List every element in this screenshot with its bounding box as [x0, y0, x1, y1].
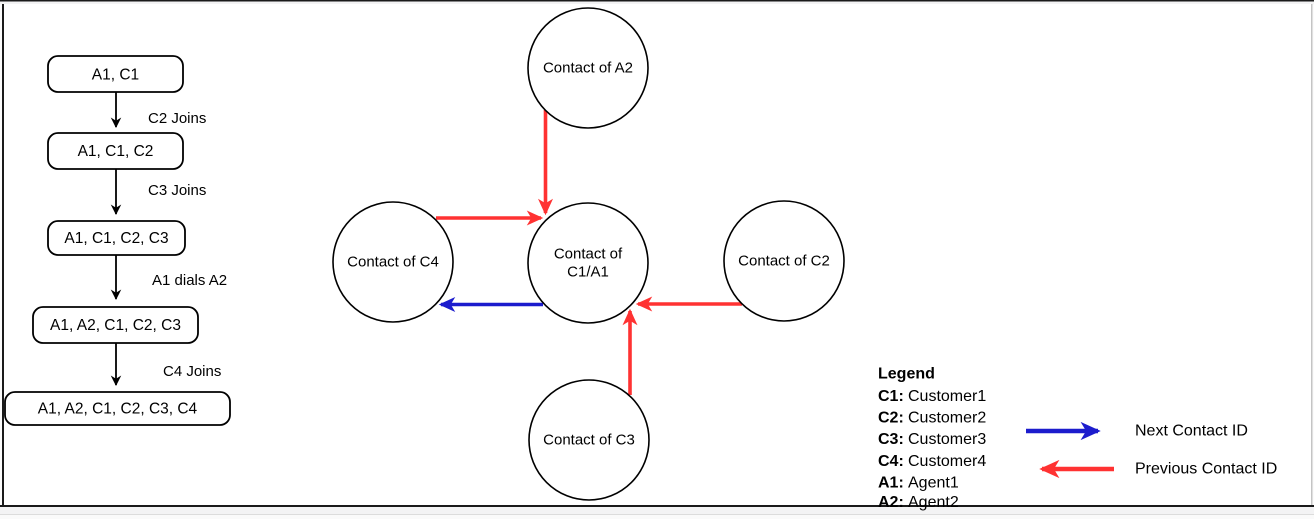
participants-flowchart: A1, C1 C2 Joins A1, C1, C2 C3 Joins A1, … [4, 55, 231, 426]
contact-graph-nodes: Contact of A2 Contact of C4 Contact of C… [332, 7, 845, 501]
legend-item-c2-key: C2: [878, 410, 904, 427]
legend-item-c4-value: Customer4 [908, 453, 986, 470]
legend-item-a1-key: A1: [878, 475, 904, 492]
flow-box-3-label: A1, C1, C2, C3 [64, 230, 168, 247]
node-contact-of-c3-label: Contact of C3 [543, 432, 635, 449]
node-contact-of-c4: Contact of C4 [332, 201, 454, 323]
legend-item-c2-value: Customer2 [908, 410, 986, 427]
legend-item-a2-value: Agent2 [908, 494, 959, 511]
node-contact-of-c1a1-label-line1: Contact of [554, 246, 623, 263]
legend-item-c3-value: Customer3 [908, 431, 986, 448]
legend-item-c1-value: Customer1 [908, 388, 986, 405]
legend-previous-label: Previous Contact ID [1135, 461, 1277, 478]
flow-transition-3-label: A1 dials A2 [152, 272, 227, 289]
frame-right-border [1311, 4, 1313, 505]
legend-item-a2-key: A2: [878, 494, 904, 511]
node-contact-of-c4-label: Contact of C4 [347, 254, 439, 271]
frame-top-line [0, 0, 1314, 2]
node-contact-of-c4-circle [332, 201, 454, 323]
node-contact-of-c3-circle [528, 379, 650, 501]
frame-bottom-border [0, 505, 1314, 507]
frame-bottom-line [0, 514, 1314, 515]
frame-bottom-pad [0, 515, 1314, 519]
flow-transition-2-label: C3 Joins [148, 182, 206, 199]
node-contact-of-a2: Contact of A2 [527, 7, 649, 129]
node-contact-of-c2-label: Contact of C2 [738, 253, 830, 270]
frame-canvas-bg [2, 4, 1312, 505]
flow-box-5-label: A1, A2, C1, C2, C3, C4 [38, 401, 198, 418]
legend-title: Legend [878, 366, 935, 383]
flow-box-2-label: A1, C1, C2 [78, 143, 154, 160]
flow-box-4-label: A1, A2, C1, C2, C3 [50, 317, 181, 334]
node-contact-of-a2-label: Contact of A2 [543, 60, 633, 77]
frame-top-strip [0, 1, 1314, 5]
legend-item-c4-key: C4: [878, 453, 904, 470]
frame-bottom-strip [0, 507, 1314, 514]
flow-box-1-label: A1, C1 [92, 67, 139, 84]
node-contact-of-c2: Contact of C2 [723, 200, 845, 322]
legend-item-c1-key: C1: [878, 388, 904, 405]
legend: Legend C1: Customer1 C2: Customer2 C3: C… [878, 366, 1277, 512]
frame-left-border [2, 4, 4, 505]
legend-item-c3-key: C3: [878, 431, 904, 448]
contact-graph-edges [436, 110, 742, 395]
node-contact-of-c2-circle [723, 200, 845, 322]
node-contact-of-a2-circle [527, 7, 649, 129]
node-contact-of-c1a1: Contact of C1/A1 [527, 202, 649, 324]
node-contact-of-c3: Contact of C3 [528, 379, 650, 501]
flow-transition-4-label: C4 Joins [163, 363, 221, 380]
node-contact-of-c1a1-circle [527, 202, 649, 324]
node-contact-of-c1a1-label-line2: C1/A1 [567, 264, 609, 281]
flow-transition-1-label: C2 Joins [148, 110, 206, 127]
flow-box-5 [4, 391, 231, 426]
legend-item-a1-value: Agent1 [908, 475, 959, 492]
legend-next-label: Next Contact ID [1135, 423, 1248, 440]
